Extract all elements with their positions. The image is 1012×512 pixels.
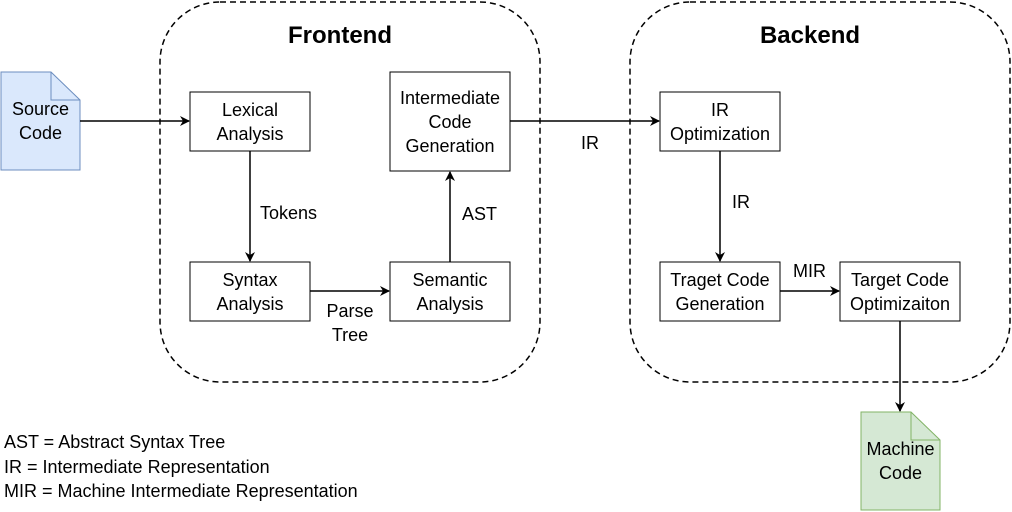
target-code-optimization-label: Target Code Optimizaiton	[849, 269, 951, 314]
ir-optimization-box	[659, 91, 781, 152]
machine-code-label: Machine Code	[866, 439, 935, 483]
legend-item-mir: MIR = Machine Intermediate Representatio…	[4, 481, 358, 501]
frontend-group	[159, 1, 541, 383]
syntax-analysis-label: Syntax Analysis	[216, 269, 284, 314]
edge-label-ir-backend: IR	[732, 192, 750, 212]
backend-title: Backend	[759, 22, 861, 49]
ir-optimization-label: IR Optimization	[669, 99, 771, 144]
syntax-analysis-box	[189, 261, 311, 322]
semantic-analysis-label: Semantic Analysis	[412, 269, 488, 314]
machine-code-document-shape	[860, 411, 941, 511]
legend-item-ir: IR = Intermediate Representation	[4, 456, 270, 477]
edge-label-mir: MIR	[793, 261, 826, 281]
target-code-generation-label: Traget Code Generation	[670, 269, 770, 314]
edge-label-parse-tree: Parse Tree	[326, 301, 374, 345]
source-code-fold	[50, 72, 80, 101]
frontend-title: Frontend	[288, 22, 392, 49]
intermediate-code-generation-box	[389, 71, 511, 172]
abbreviation-legend: AST = Abstract Syntax Tree IR = Intermed…	[4, 430, 358, 504]
edge-label-tokens: Tokens	[260, 203, 318, 223]
intermediate-code-generation-label: Intermediate Code Generation	[399, 87, 501, 156]
machine-code-fold	[910, 412, 940, 441]
lexical-analysis-label: Lexical Analysis	[216, 99, 284, 144]
target-code-optimization-box	[839, 261, 961, 322]
legend-item-ast: AST = Abstract Syntax Tree	[4, 432, 226, 452]
target-code-generation-box	[659, 261, 781, 322]
backend-group	[629, 1, 1011, 383]
edge-label-ir-main: IR	[581, 133, 599, 153]
source-code-label: Source Code	[11, 99, 70, 143]
source-code-document-shape	[0, 71, 81, 171]
edge-label-ast: AST	[462, 204, 498, 224]
